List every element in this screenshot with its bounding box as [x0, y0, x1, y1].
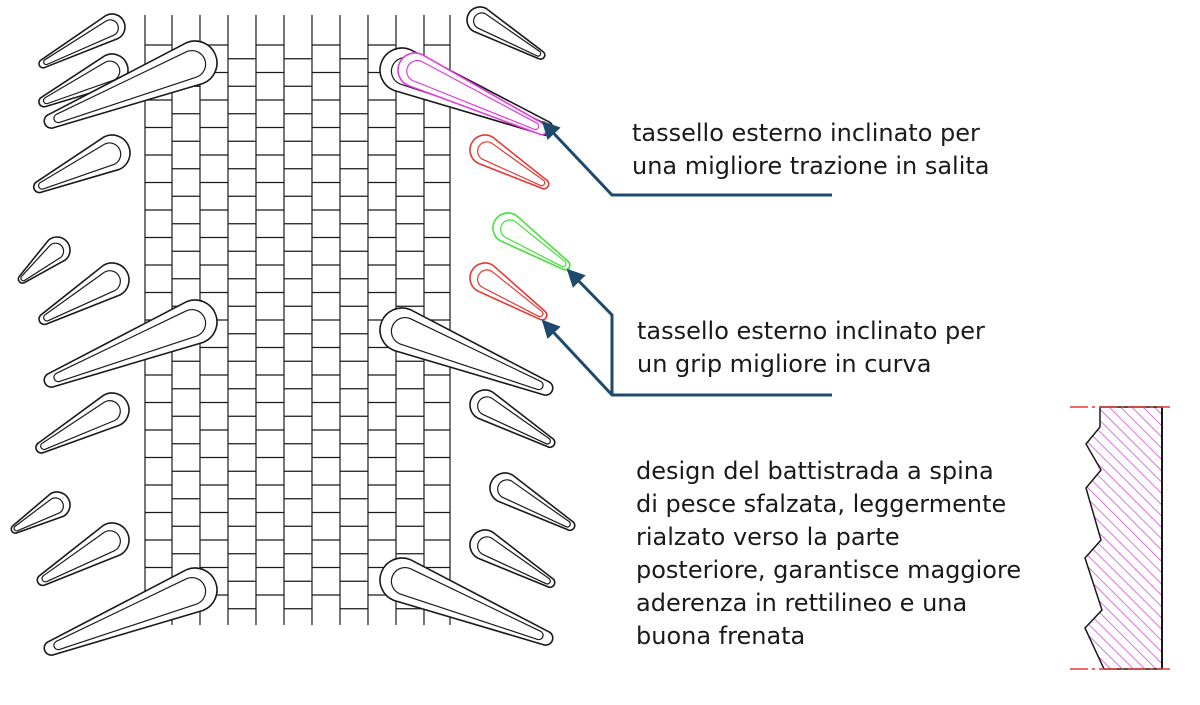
label-line: una migliore trazione in salita — [632, 152, 990, 180]
label-line: posteriore, garantisce maggiore — [636, 556, 1022, 584]
tread-lug — [43, 567, 218, 656]
label-tread-design: design del battistrada a spina di pesce … — [636, 455, 1021, 653]
left-shoulder-lugs — [10, 13, 218, 656]
profile-hatch — [1084, 406, 1163, 670]
tread-lug — [10, 491, 71, 534]
label-line: design del battistrada a spina — [636, 457, 994, 485]
highlight-lug-red-upper — [469, 134, 550, 190]
tread-lug — [469, 529, 556, 589]
tread-lug — [469, 389, 556, 449]
tread-lug — [43, 40, 218, 129]
arrow-cornering-lower — [541, 319, 832, 397]
tread-profile-section — [1070, 406, 1170, 670]
tread-lug — [379, 557, 554, 646]
highlighted-lugs — [397, 52, 571, 321]
label-line: tassello esterno inclinato per — [632, 119, 980, 147]
arrow-uphill — [541, 120, 832, 197]
arrow-cornering-upper — [566, 268, 614, 395]
label-line: tassello esterno inclinato per — [637, 317, 985, 345]
label-line: di pesce sfalzata, leggermente — [636, 490, 1007, 518]
tread-lug — [32, 134, 131, 194]
tread-lug — [36, 522, 130, 587]
tread-lug — [17, 236, 71, 284]
leader-arrows — [541, 120, 832, 397]
tread-lug — [38, 262, 130, 326]
label-line: buona frenata — [636, 622, 806, 650]
tread-lug — [43, 299, 218, 388]
tread-lug — [35, 392, 130, 454]
tread-lug — [379, 307, 554, 396]
label-cornering-grip: tassello esterno inclinato per un grip m… — [637, 315, 985, 381]
label-line: un grip migliore in curva — [637, 350, 932, 378]
tread-lug — [466, 6, 546, 60]
highlight-lug-green — [492, 212, 571, 271]
label-line: rialzato verso la parte — [636, 523, 900, 551]
label-uphill-traction: tassello esterno inclinato per una migli… — [632, 117, 990, 183]
tread-lug — [489, 472, 576, 532]
highlight-lug-red-lower — [469, 262, 548, 321]
tread-lug — [38, 13, 126, 69]
label-line: aderenza in rettilineo e una — [636, 589, 968, 617]
